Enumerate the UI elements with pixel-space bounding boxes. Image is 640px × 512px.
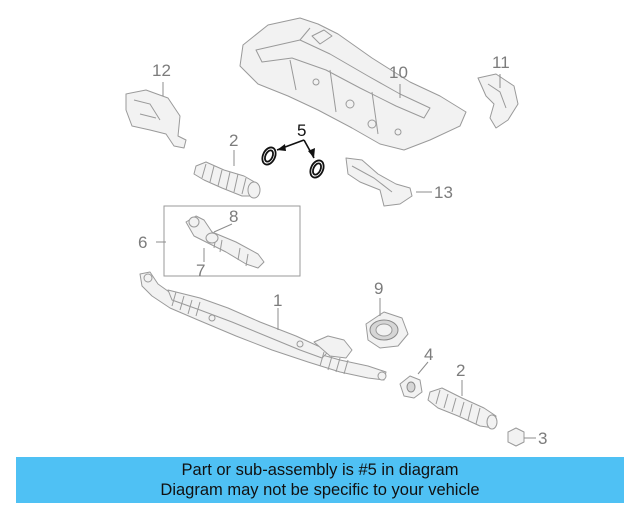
part-4-bushing — [399, 375, 423, 399]
part-11-bracket — [477, 73, 519, 129]
callout-10: 10 — [389, 63, 408, 82]
callout-6: 6 — [138, 233, 147, 252]
callout-2-lower: 2 — [456, 361, 465, 380]
part-2-boot-upper — [193, 161, 261, 199]
part-6-tie-rod-group — [163, 205, 301, 277]
diagram-notice-banner: Part or sub-assembly is #5 in diagram Di… — [16, 457, 624, 503]
part-12-bracket — [125, 89, 187, 149]
callout-11: 11 — [492, 53, 510, 72]
banner-line-1: Part or sub-assembly is #5 in diagram — [181, 461, 459, 479]
callout-1: 1 — [273, 291, 282, 310]
part-13-plate — [345, 157, 413, 207]
part-3-nut — [507, 427, 525, 447]
callout-3: 3 — [538, 429, 547, 448]
callout-5: 5 — [297, 121, 306, 140]
part-2-boot-lower — [427, 387, 498, 430]
callout-7: 7 — [196, 261, 205, 280]
callout-12: 12 — [152, 61, 171, 80]
banner-line-2: Diagram may not be specific to your vehi… — [160, 481, 480, 499]
part-10-crossmember — [239, 17, 467, 151]
parts-diagram: 10 11 12 2 5 13 6 8 7 1 9 4 2 3 — [125, 17, 547, 448]
part-5-o-rings — [261, 146, 325, 179]
part-9-cover — [365, 311, 409, 349]
part-1-steering-rack — [139, 271, 387, 381]
callout-13: 13 — [434, 183, 453, 202]
callout-4: 4 — [424, 345, 433, 364]
callout-2-upper: 2 — [229, 131, 238, 150]
callout-8: 8 — [229, 207, 238, 226]
leader-lines — [156, 74, 536, 439]
callout-9: 9 — [374, 279, 383, 298]
